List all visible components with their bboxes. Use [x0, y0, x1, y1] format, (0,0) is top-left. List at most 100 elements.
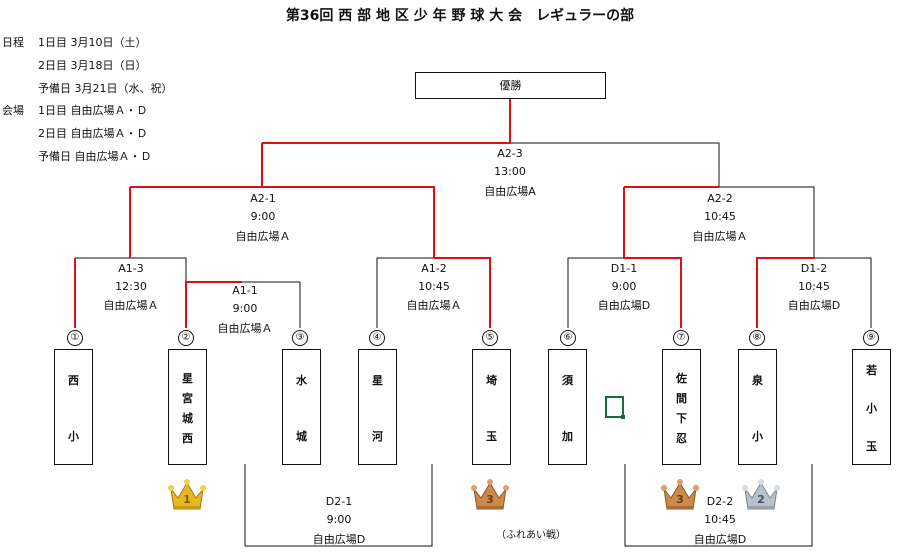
team-box-2: 星 宮 城 西	[168, 349, 207, 465]
team-number-5: ⑤	[482, 330, 498, 346]
match-a2-1-venue: 自由広場Ａ	[235, 230, 291, 243]
venue-day1: 1日目 自由広場Ａ・Ｄ	[38, 104, 148, 117]
match-d1-1-venue: 自由広場D	[597, 299, 651, 312]
match-d1-1-time: 9:00	[611, 280, 637, 293]
match-a1-2-venue: 自由広場Ａ	[406, 299, 462, 312]
winner-line-a2-1	[130, 186, 435, 258]
team-9-char: 若	[866, 364, 877, 377]
match-a1-1-venue: 自由広場Ａ	[217, 322, 273, 335]
match-d1-2-time: 10:45	[798, 280, 830, 293]
venue-reserve: 予備日 自由広場Ａ・Ｄ	[38, 150, 152, 163]
team-1-char: 西	[68, 374, 79, 387]
team-number-2: ②	[178, 330, 194, 346]
match-a1-2-id: A1-2	[421, 262, 447, 275]
selected-cell-cursor[interactable]	[605, 396, 625, 419]
team-box-9: 若 小 玉	[852, 349, 891, 465]
match-d2-1-time: 9:00	[326, 513, 352, 526]
bracket-line-d2-1	[244, 464, 433, 547]
team-box-1: 西 小	[54, 349, 93, 465]
team-number-4: ④	[369, 330, 385, 346]
match-a1-3-time: 12:30	[115, 280, 147, 293]
schedule-day2: 2日目 3月18日（日）	[38, 59, 147, 72]
page-title: 第36回 西 部 地 区 少 年 野 球 大 会 レギュラーの部	[285, 8, 635, 24]
team-7-char: 忍	[676, 432, 687, 445]
match-d2-2-id: D2-2	[706, 495, 734, 508]
winner-line-8	[756, 257, 815, 328]
team-number-1: ①	[67, 330, 83, 346]
team-box-4: 星 河	[358, 349, 397, 465]
winner-line-5	[434, 257, 491, 328]
team-3-char: 水	[296, 374, 307, 387]
team-number-7: ⑦	[673, 330, 689, 346]
team-8-char: 小	[752, 430, 763, 443]
team-2-char: 西	[182, 432, 193, 445]
bracket-line-a1-2-left	[376, 257, 434, 328]
team-2-char: 星	[182, 372, 193, 385]
match-a1-3-id: A1-3	[118, 262, 144, 275]
match-a2-2-time: 10:45	[704, 210, 736, 223]
match-d1-1-id: D1-1	[610, 262, 638, 275]
team-4-char: 河	[372, 430, 383, 443]
team-9-char: 玉	[866, 440, 877, 453]
match-a2-2-id: A2-2	[707, 192, 733, 205]
team-9-char: 小	[866, 402, 877, 415]
schedule-label: 日程	[2, 36, 24, 49]
bracket-line-d1-2-right	[815, 257, 872, 328]
venue-day2: 2日目 自由広場Ａ・Ｄ	[38, 127, 148, 140]
crown-place: 2	[757, 493, 765, 506]
team-number-3: ③	[292, 330, 308, 346]
team-box-7: 佐 間 下 忍	[662, 349, 701, 465]
team-7-char: 間	[676, 392, 687, 405]
team-7-char: 下	[676, 412, 687, 425]
team-6-char: 須	[562, 374, 573, 387]
team-2-char: 宮	[182, 392, 193, 405]
winner-line-2	[185, 281, 242, 328]
team-2-char: 城	[182, 412, 193, 425]
match-d1-2-id: D1-2	[800, 262, 828, 275]
winner-line-7	[623, 187, 682, 328]
team-5-char: 埼	[486, 374, 497, 387]
team-7-char: 佐	[676, 372, 687, 385]
match-d2-2-time: 10:45	[704, 513, 736, 526]
match-a2-3-time: 13:00	[494, 165, 526, 178]
bracket-line-a2-3-right	[510, 142, 720, 187]
team-4-char: 星	[372, 374, 383, 387]
venue-label: 会場	[2, 104, 24, 117]
team-number-6: ⑥	[560, 330, 576, 346]
match-a2-3-venue: 自由広場A	[484, 185, 536, 198]
match-d2-1-id: D2-1	[325, 495, 353, 508]
match-a2-3-id: A2-3	[497, 147, 523, 160]
match-a2-1-id: A2-1	[250, 192, 276, 205]
match-a1-1-id: A1-1	[232, 284, 258, 297]
bracket-line-a2-2-right	[719, 186, 815, 258]
match-a1-3-venue: 自由広場Ａ	[103, 299, 159, 312]
match-a2-1-time: 9:00	[250, 210, 276, 223]
champion-box: 優勝	[415, 72, 606, 99]
match-a1-1-time: 9:00	[232, 302, 258, 315]
match-d2-2-venue: 自由広場D	[693, 533, 747, 546]
fill-handle[interactable]	[621, 415, 625, 419]
crown-icon-gold: 1	[167, 477, 207, 513]
team-number-9: ⑨	[863, 330, 879, 346]
bracket-line-d1-1-left	[567, 257, 624, 328]
crown-place: 3	[676, 493, 684, 506]
team-box-5: 埼 玉	[472, 349, 511, 465]
team-6-char: 加	[562, 430, 573, 443]
match-d1-2-venue: 自由広場D	[787, 299, 841, 312]
bracket-line-d2-2	[624, 464, 813, 547]
team-box-6: 須 加	[548, 349, 587, 465]
winner-line-a2-3	[262, 98, 511, 144]
team-1-char: 小	[68, 430, 79, 443]
schedule-reserve: 予備日 3月21日（水、祝）	[38, 82, 173, 95]
team-3-char: 城	[296, 430, 307, 443]
schedule-day1: 1日目 3月10日（土）	[38, 36, 147, 49]
team-8-char: 泉	[752, 374, 763, 387]
team-box-3: 水 城	[282, 349, 321, 465]
team-box-8: 泉 小	[738, 349, 777, 465]
crown-icon-bronze: 3	[660, 477, 700, 513]
crown-icon-bronze: 3	[470, 477, 510, 513]
team-number-8: ⑧	[749, 330, 765, 346]
team-5-char: 玉	[486, 430, 497, 443]
crown-place: 1	[183, 493, 191, 506]
